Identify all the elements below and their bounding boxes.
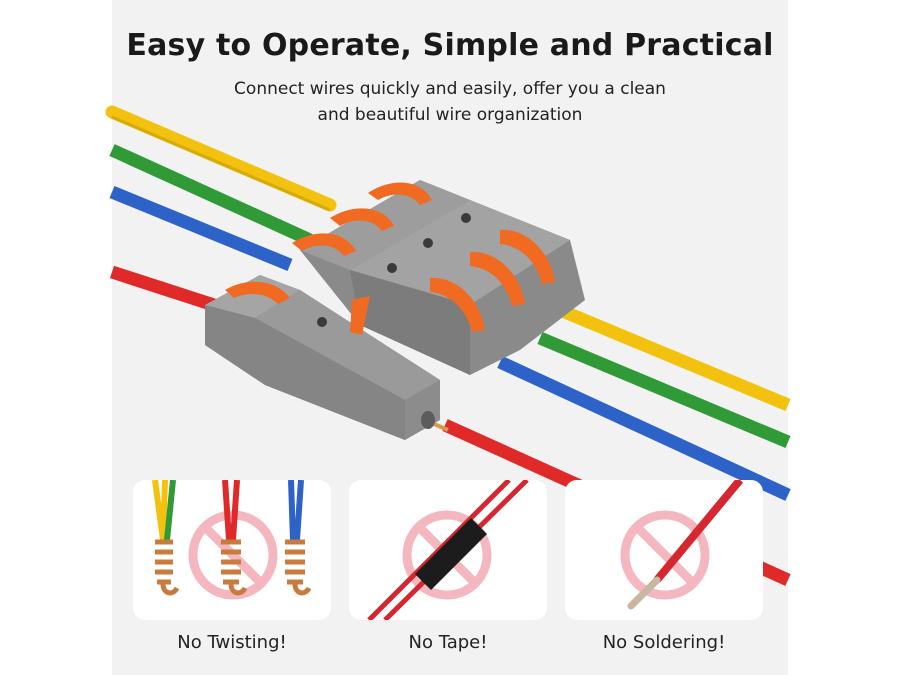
- caption-no-tape: No Tape!: [408, 632, 488, 653]
- subtitle-line-1: Connect wires quickly and easily, offer …: [234, 79, 666, 99]
- taped-wire-prohibited-icon: [367, 480, 529, 620]
- page-subtitle: Connect wires quickly and easily, offer …: [0, 76, 900, 128]
- subtitle-line-2: and beautiful wire organization: [317, 105, 583, 125]
- caption-no-soldering: No Soldering!: [602, 632, 726, 653]
- twisted-wires-prohibited-icon: [152, 480, 312, 600]
- card-no-soldering: [565, 480, 763, 620]
- page-title: Easy to Operate, Simple and Practical: [126, 28, 774, 63]
- connector-front: [205, 275, 440, 440]
- soldered-wire-prohibited-icon: [620, 480, 744, 610]
- card-no-twisting: [133, 480, 331, 620]
- caption-no-twisting: No Twisting!: [177, 632, 287, 653]
- connector-back: [292, 180, 585, 375]
- card-no-tape: [349, 480, 547, 620]
